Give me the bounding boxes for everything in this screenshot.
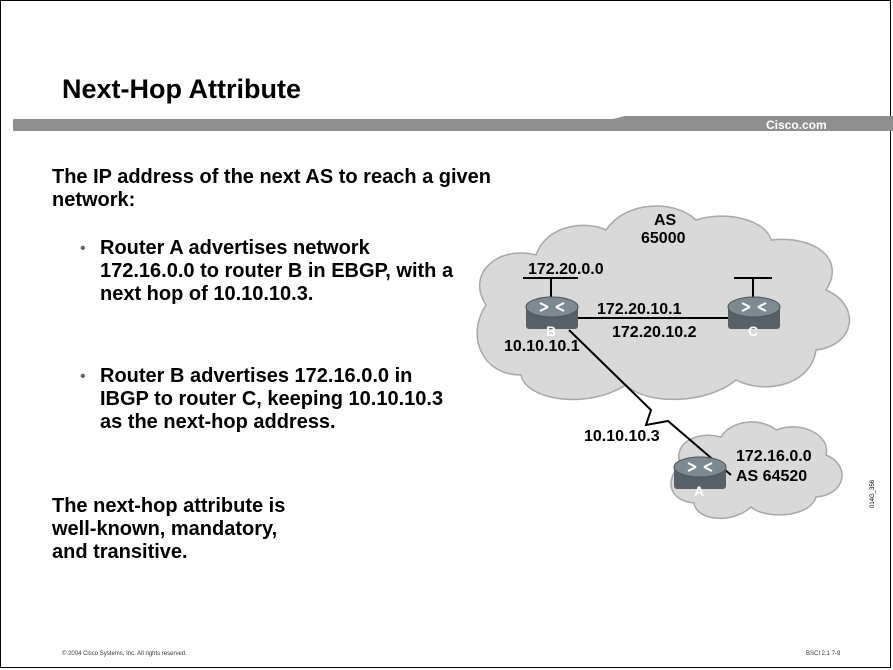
- bullet-item: • Router A advertises network 172.16.0.0…: [80, 236, 460, 306]
- router-b-icon: [525, 296, 579, 329]
- router-label: B: [546, 323, 556, 339]
- as-cloud: [670, 421, 843, 520]
- intro-text: The IP address of the next AS to reach a…: [52, 166, 492, 211]
- as-cloud: [476, 205, 851, 401]
- bullet-text: Router B advertises 172.16.0.0 in IBGP t…: [100, 365, 444, 433]
- bullet-item: • Router B advertises 172.16.0.0 in IBGP…: [80, 364, 460, 434]
- network-label: 172.16.0.0: [736, 448, 812, 465]
- router-c-icon: [727, 296, 781, 329]
- bgp-topology-diagram: AS 65000 172.20.0.0 172.20.10.1 172.20.1…: [466, 185, 880, 563]
- header-bar: [13, 116, 893, 131]
- bullet-dot-icon: •: [80, 368, 86, 385]
- page-number-footer: BSCI 2.1 7-9: [806, 651, 841, 657]
- as-number-label: 65000: [641, 230, 686, 247]
- router-label: A: [694, 483, 704, 499]
- brand-label: Cisco.com: [766, 118, 827, 132]
- outro-text: The next-hop attribute is well-known, ma…: [52, 495, 286, 563]
- ip-label: 10.10.10.1: [504, 338, 580, 355]
- network-label: 172.20.0.0: [528, 261, 604, 278]
- ip-label: 172.20.10.1: [597, 301, 682, 318]
- copyright-footer: © 2004 Cisco Systems, Inc. All rights re…: [62, 651, 187, 657]
- ip-label: 172.20.10.2: [612, 324, 697, 341]
- bullet-dot-icon: •: [80, 240, 86, 257]
- router-label: C: [748, 323, 758, 339]
- slide-title: Next-Hop Attribute: [62, 74, 301, 104]
- bullet-text: Router A advertises network 172.16.0.0 t…: [100, 237, 454, 305]
- as-label: AS 64520: [736, 468, 807, 485]
- figure-code: 014G_356: [870, 479, 876, 508]
- as-label: AS: [654, 212, 677, 229]
- router-a-icon: [673, 456, 727, 489]
- ip-label: 10.10.10.3: [584, 428, 660, 445]
